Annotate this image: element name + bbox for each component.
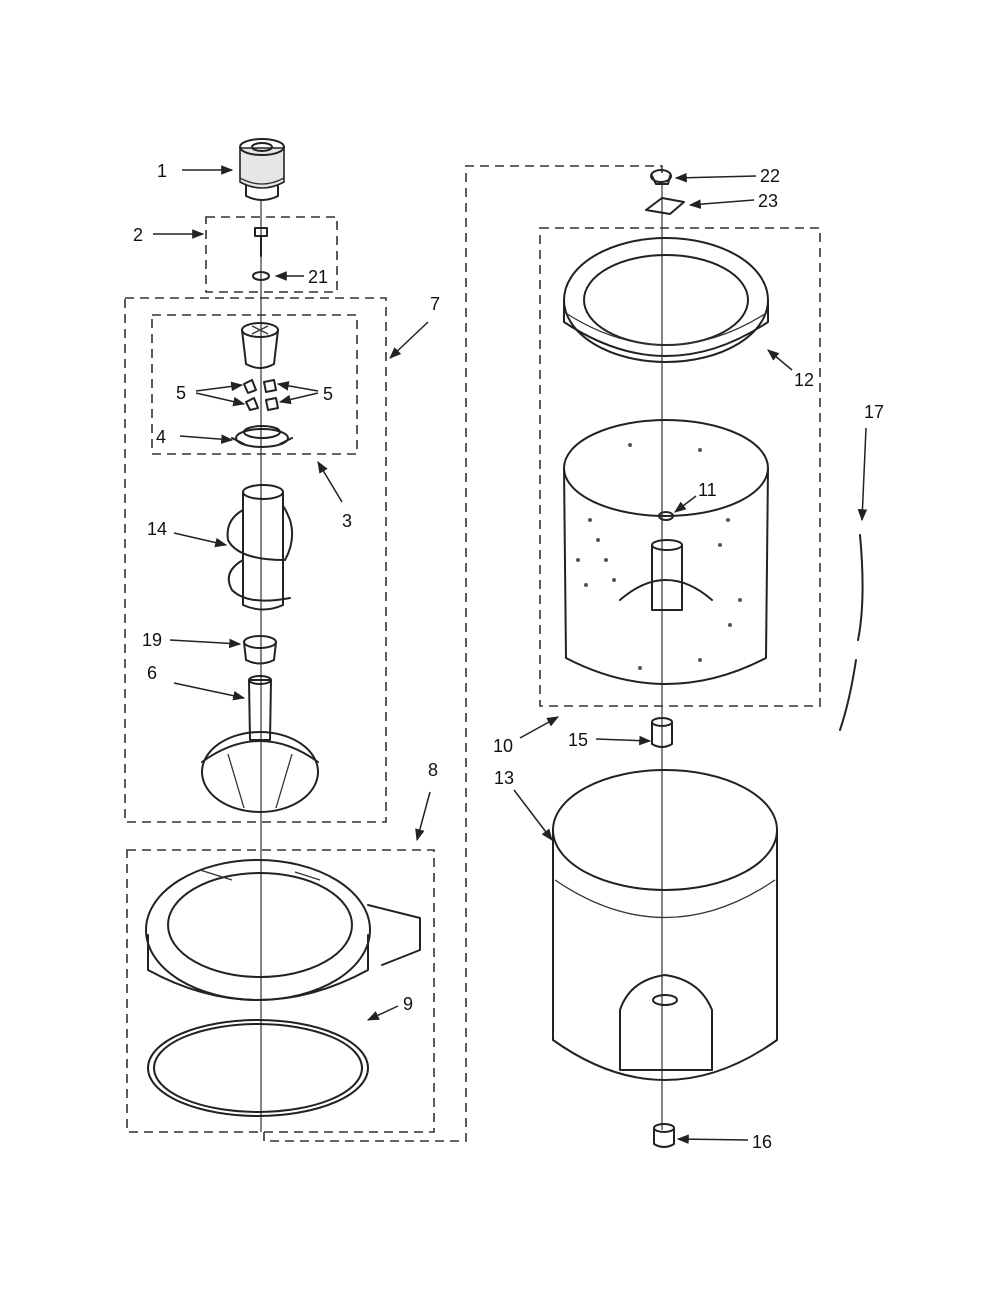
leader-7 (389, 321, 429, 359)
part-11-nut (658, 511, 674, 521)
leader-19 (169, 638, 242, 649)
part-21-washer (252, 271, 270, 281)
callout-19: 19 (142, 630, 162, 650)
callout-23: 23 (758, 191, 778, 211)
leader-22 (674, 172, 757, 183)
part-cam (241, 322, 279, 369)
callout-15: 15 (568, 730, 588, 750)
connector-path (263, 165, 663, 1142)
callout-6: 6 (147, 663, 157, 683)
part-4-ratchet (231, 425, 293, 448)
callout-2: 2 (133, 225, 143, 245)
part-9-snap-ring (147, 1019, 369, 1117)
group-box-3 (151, 314, 358, 455)
leader-5b-2 (278, 392, 319, 405)
callout-10: 10 (493, 736, 513, 756)
part-basket (563, 419, 769, 685)
leader-9 (366, 1005, 399, 1021)
callout-22: 22 (760, 166, 780, 186)
part-15-coupling (651, 717, 673, 748)
leader-5a-2 (195, 392, 246, 407)
leader-13 (513, 789, 553, 841)
leader-4 (179, 434, 234, 444)
callout-3: 3 (342, 511, 352, 531)
part-1-cap (239, 138, 285, 201)
leader-17 (857, 427, 868, 522)
callout-12: 12 (794, 370, 814, 390)
leader-6 (173, 682, 246, 701)
part-5-dogs (243, 379, 279, 411)
callout-5a: 5 (176, 383, 186, 403)
callout-1: 1 (157, 161, 167, 181)
leader-15 (595, 735, 652, 746)
part-12-balance-ring (563, 237, 769, 363)
part-6-agitator-base (201, 675, 319, 813)
group-box-2 (205, 216, 338, 293)
part-8-tub-ring (145, 859, 421, 1001)
callout-5b: 5 (323, 384, 333, 404)
part-16-drain-cap (653, 1123, 675, 1148)
callout-14: 14 (147, 519, 167, 539)
part-14-auger (226, 484, 294, 611)
callout-13: 13 (494, 768, 514, 788)
group-box-7 (124, 297, 387, 823)
part-17-hose (839, 534, 864, 731)
callout-4: 4 (156, 427, 166, 447)
leader-14 (173, 532, 228, 548)
leader-11 (674, 495, 697, 513)
part-2-bolt (254, 227, 268, 257)
basket-perforations (576, 443, 742, 670)
part-13-outer-tub (552, 769, 778, 1081)
part-19-bearing (243, 635, 277, 665)
leader-5b-1 (276, 381, 319, 392)
callout-21: 21 (308, 267, 328, 287)
callout-17: 17 (864, 402, 884, 422)
callout-9: 9 (403, 994, 413, 1014)
callout-7: 7 (430, 294, 440, 314)
leader-12 (767, 349, 793, 371)
part-23-plate (645, 197, 685, 215)
leader-16 (676, 1134, 749, 1144)
callout-16: 16 (752, 1132, 772, 1152)
leader-3 (317, 460, 343, 503)
callout-8: 8 (428, 760, 438, 780)
leader-10 (519, 716, 560, 739)
leader-8 (415, 791, 431, 842)
leader-23 (688, 199, 755, 209)
leader-5a-1 (195, 381, 244, 392)
callout-11: 11 (698, 480, 717, 500)
part-22-clip (650, 169, 672, 185)
group-box-10 (539, 227, 821, 707)
group-box-8 (126, 849, 435, 1133)
